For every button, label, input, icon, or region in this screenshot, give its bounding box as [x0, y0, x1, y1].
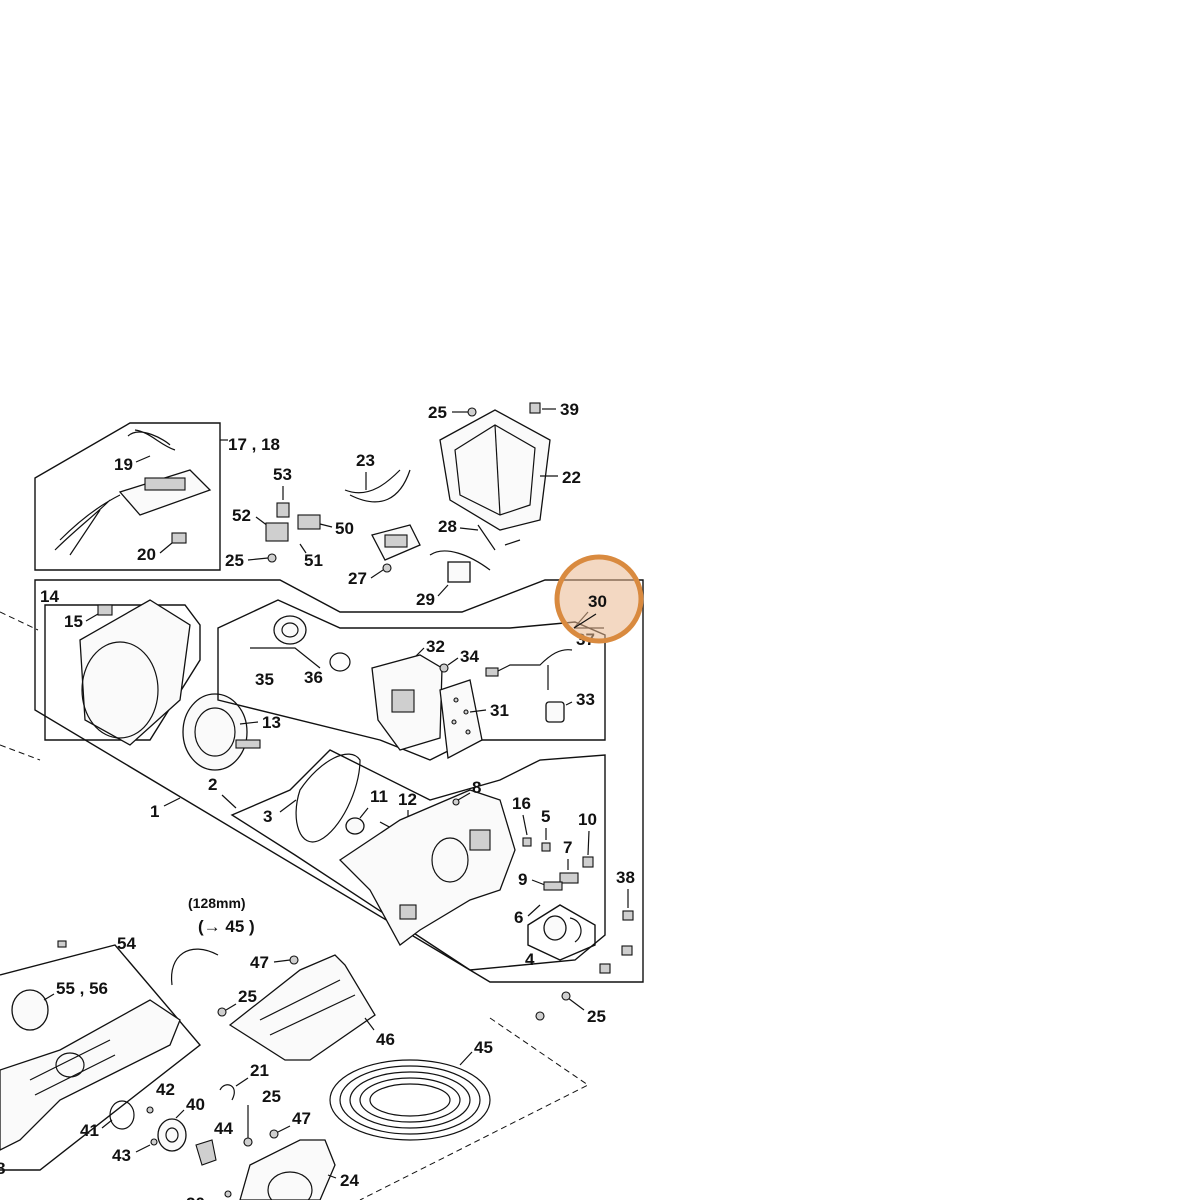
- part-22-tank-housing: [439, 409, 551, 531]
- callout-9: 9: [518, 870, 527, 889]
- callout-13: 13: [262, 713, 281, 732]
- part-41-gasket: [109, 1100, 135, 1130]
- callout-42: 42: [156, 1080, 175, 1099]
- callout-1: 1: [150, 802, 159, 821]
- part-24-clutch-cover: [239, 1139, 336, 1200]
- callout-17-18: 17 , 18: [228, 435, 280, 454]
- hose-length-note: (128mm): [188, 895, 246, 911]
- part-50: [297, 514, 321, 530]
- part-40-pump: [157, 1118, 187, 1152]
- callout-25-d: 25: [238, 987, 257, 1006]
- callout-41: 41: [80, 1121, 99, 1140]
- callout-54: 54: [117, 934, 136, 953]
- part-55-56: [11, 989, 49, 1031]
- part-23: [344, 469, 421, 561]
- part-46-shroud: [228, 954, 376, 1061]
- bearing-box: [527, 904, 596, 961]
- part-31-plate: [439, 679, 483, 760]
- callout-39: 39: [560, 400, 579, 419]
- part-35-intake: [273, 615, 307, 645]
- callout-34: 34: [460, 647, 479, 666]
- callout-21: 21: [250, 1061, 269, 1080]
- callout-25-b: 25: [428, 403, 447, 422]
- callout-8-a: 8: [472, 778, 481, 797]
- callout-8-b: 8: [0, 1159, 5, 1178]
- callout-33: 33: [576, 690, 595, 709]
- callout-22: 22: [562, 468, 581, 487]
- callout-7: 7: [563, 838, 572, 857]
- callout-10: 10: [578, 810, 597, 829]
- harness-group-box: [34, 422, 221, 571]
- callout-50: 50: [335, 519, 354, 538]
- callout-20: 20: [137, 545, 156, 564]
- callout-47-a: 47: [250, 953, 269, 972]
- callout-15: 15: [64, 612, 83, 631]
- callout-55-56: 55 , 56: [56, 979, 108, 998]
- callout-29: 29: [416, 590, 435, 609]
- callout-11: 11: [370, 787, 388, 806]
- crankcase-inner-box: [230, 749, 606, 971]
- callout-35: 35: [255, 670, 274, 689]
- callout-38: 38: [616, 868, 635, 887]
- part-33-filter: [545, 701, 565, 723]
- part-53: [276, 502, 290, 518]
- callout-36: 36: [304, 668, 323, 687]
- callout-4: 4: [525, 950, 535, 969]
- callout-14: 14: [40, 587, 59, 606]
- callout-31: 31: [490, 701, 509, 720]
- callout-47-b: 47: [292, 1109, 311, 1128]
- part-21-clip: [219, 1084, 235, 1101]
- callout-45: 45: [474, 1038, 493, 1057]
- callout-12: 12: [398, 790, 417, 809]
- callout-44: 44: [214, 1119, 233, 1138]
- callout-24: 24: [340, 1171, 359, 1190]
- part-37-fuel-line: [489, 649, 573, 690]
- part-45-coil: [329, 1059, 491, 1141]
- callout-32: 32: [426, 637, 445, 656]
- part-4-bearing: [543, 915, 567, 941]
- callout-25-a: 25: [225, 551, 244, 570]
- part-13-flywheel: [182, 693, 261, 771]
- callout-19: 19: [114, 455, 133, 474]
- callout-16: 16: [512, 794, 531, 813]
- part-14-fan-housing: [79, 599, 191, 746]
- callout-6: 6: [514, 908, 523, 927]
- callout-43: 43: [112, 1146, 131, 1165]
- part-crankcase: [338, 789, 516, 946]
- callout-53: 53: [273, 465, 292, 484]
- part-54-handle: [0, 999, 181, 1151]
- part-44-worm: [195, 1139, 217, 1166]
- callout-5: 5: [541, 807, 550, 826]
- callout-27: 27: [348, 569, 367, 588]
- fan-housing-box: [44, 604, 201, 741]
- callout-23: 23: [356, 451, 375, 470]
- part-29: [429, 550, 491, 583]
- part-36-oring: [329, 652, 351, 672]
- callout-2: 2: [208, 775, 217, 794]
- hose-ref-note: (→ 45 ): [198, 917, 255, 936]
- part-28: [477, 524, 521, 551]
- part-11-seal: [345, 817, 365, 835]
- airbox-group-box: [217, 599, 606, 761]
- part-3-gasket: [295, 753, 361, 843]
- part-airbox: [371, 654, 443, 751]
- callout-52: 52: [232, 506, 251, 525]
- part-hose: [170, 948, 219, 986]
- callout-40: 40: [186, 1095, 205, 1114]
- callout-25-e: 25: [262, 1087, 281, 1106]
- callout-28: 28: [438, 517, 457, 536]
- callout-46: 46: [376, 1030, 395, 1049]
- harness-part: [54, 429, 212, 556]
- callout-30[interactable]: 30: [588, 592, 607, 611]
- highlight-circle[interactable]: [554, 554, 644, 644]
- callout-25-c: 25: [587, 1007, 606, 1026]
- part-52: [265, 522, 289, 542]
- callout-20-b: 20: [186, 1194, 205, 1200]
- callout-3: 3: [263, 807, 272, 826]
- callout-51: 51: [304, 551, 323, 570]
